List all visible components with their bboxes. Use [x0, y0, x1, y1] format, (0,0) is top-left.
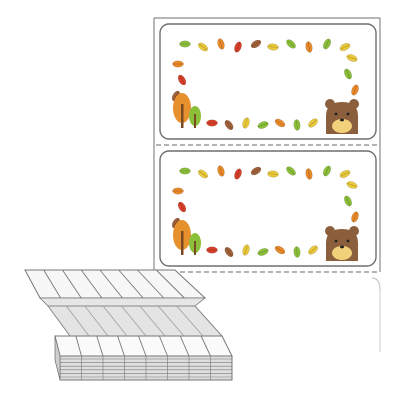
leaf-icon — [308, 245, 318, 255]
leaf-icon — [257, 121, 269, 129]
autumn-tree-icon — [173, 220, 191, 255]
leaf-icon — [293, 246, 301, 258]
leaf-icon — [323, 165, 331, 177]
leaf-icon — [234, 41, 242, 53]
leaf-icon — [286, 166, 296, 176]
leaf-icon — [217, 165, 225, 177]
leaf-icon — [305, 41, 313, 53]
leaf-icon — [250, 166, 262, 176]
leaf-icon — [339, 43, 351, 51]
leaf-icon — [177, 201, 187, 213]
leaf-icon — [293, 119, 301, 131]
leaf-icon — [242, 244, 250, 256]
backing-sheet — [153, 17, 381, 352]
leaf-icon — [257, 248, 269, 256]
leaf-icon — [242, 117, 250, 129]
leaf-icon — [224, 120, 234, 130]
autumn-tree-icon — [173, 93, 191, 128]
leaf-icon — [198, 42, 208, 52]
leaf-icon — [206, 119, 218, 127]
autumn-tree-icon — [189, 106, 201, 128]
leaf-icon — [234, 168, 242, 180]
leaf-icon — [224, 247, 234, 257]
bear-icon — [325, 99, 359, 134]
leaf-icon — [179, 40, 191, 48]
leaf-icon — [172, 60, 184, 68]
fanfold-stack — [24, 269, 233, 381]
leaf-icon — [346, 181, 358, 189]
leaf-icon — [351, 211, 359, 223]
label-art — [171, 165, 359, 261]
leaf-icon — [267, 43, 279, 51]
leaf-icon — [305, 168, 313, 180]
leaf-icon — [206, 246, 218, 254]
leaf-icon — [346, 54, 358, 62]
leaf-icon — [339, 170, 351, 178]
leaf-icon — [344, 195, 352, 207]
label-card-outline — [159, 23, 377, 140]
leaf-icon — [308, 118, 318, 128]
leaf-icon — [177, 74, 187, 86]
autumn-tree-icon — [189, 233, 201, 255]
leaf-icon — [344, 68, 352, 80]
stack-diagonal-panel — [47, 305, 224, 337]
leaf-icon — [274, 118, 286, 128]
label-card-1[interactable] — [159, 23, 377, 140]
leaf-icon — [286, 39, 296, 49]
leaf-icon — [351, 84, 359, 96]
bear-icon — [325, 226, 359, 261]
label-art — [171, 38, 359, 134]
leaf-icon — [323, 38, 331, 50]
label-card-2[interactable] — [159, 150, 377, 267]
leaf-icon — [172, 187, 184, 195]
leaf-icon — [198, 169, 208, 179]
leaf-icon — [217, 38, 225, 50]
label-card-outline — [159, 150, 377, 267]
leaf-icon — [179, 167, 191, 175]
leaf-icon — [250, 39, 262, 49]
leaf-icon — [274, 245, 286, 255]
leaf-icon — [267, 170, 279, 178]
